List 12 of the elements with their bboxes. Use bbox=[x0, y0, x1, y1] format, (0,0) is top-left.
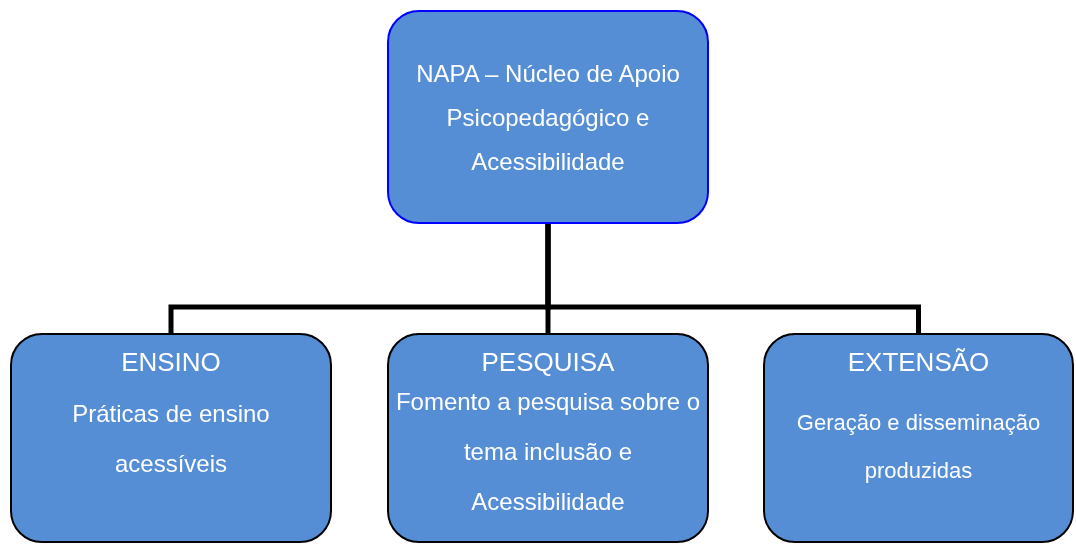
box-text: Fomento a pesquisa sobre o tema inclusão e Acessibilidade bbox=[394, 387, 702, 517]
rounded-box bbox=[387, 333, 709, 543]
rounded-box bbox=[10, 333, 332, 543]
rounded-box bbox=[763, 333, 1074, 543]
box-heading: EXTENSÃO bbox=[846, 347, 991, 377]
box-text: NAPA – Núcleo de Apoio Psicopedagógico e Acessibilidade bbox=[415, 59, 681, 177]
connector-line bbox=[545, 224, 921, 333]
box-text: Geração e disseminação produzidas bbox=[795, 409, 1042, 485]
box-heading: ENSINO bbox=[120, 347, 222, 377]
rounded-box bbox=[387, 10, 709, 224]
box-heading: PESQUISA bbox=[480, 347, 616, 377]
box-text: Práticas de ensino acessíveis bbox=[71, 399, 271, 479]
